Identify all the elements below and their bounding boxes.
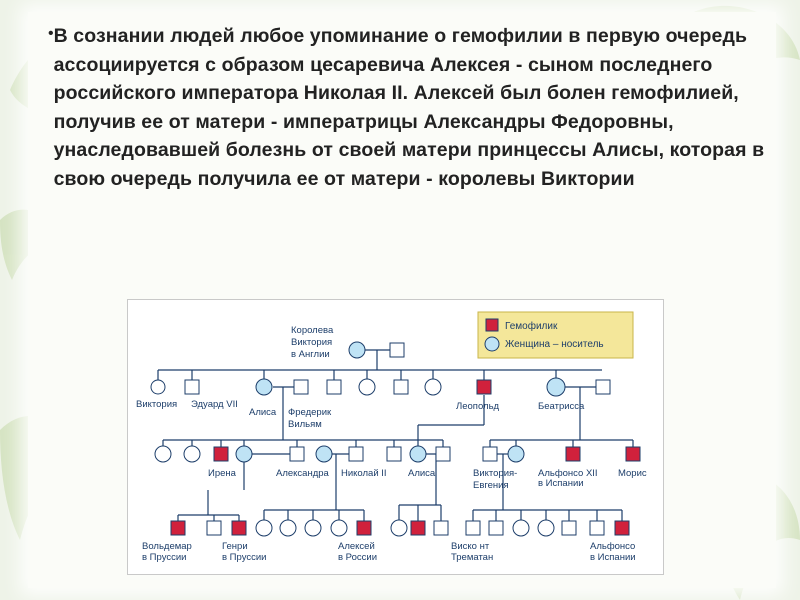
nicholas-symbol [349, 447, 363, 461]
label-viscount-1: Виско нт [451, 541, 490, 552]
label-queen-3: в Англии [291, 349, 330, 360]
female-symbol [391, 520, 407, 536]
female-symbol [513, 520, 529, 536]
label-alice2: Алиса [408, 468, 436, 479]
label-alexei-2: в России [338, 552, 377, 563]
male-symbol [466, 521, 480, 535]
affected-viscount-symbol [411, 521, 425, 535]
male-symbol [290, 447, 304, 461]
male-symbol [590, 521, 604, 535]
affected-henry-symbol [232, 521, 246, 535]
female-symbol [425, 379, 441, 395]
male-symbol [185, 380, 199, 394]
affected-alfonso-symbol [615, 521, 629, 535]
label-henry-1: Генри [222, 541, 248, 552]
label-leopold: Леопольд [456, 401, 500, 412]
label-alexei-1: Алексей [338, 541, 375, 552]
label-waldemar-2: в Пруссии [142, 552, 186, 563]
female-symbol [331, 520, 347, 536]
slide-paragraph: В сознании людей любое упоминание о гемо… [54, 22, 768, 193]
carrier-alexandra-symbol [316, 446, 332, 462]
male-symbol [327, 380, 341, 394]
pedigree-figure: Гемофилик Женщина – носитель Королева Ви… [127, 299, 664, 575]
label-nicholas: Николай II [341, 468, 387, 479]
male-symbol [436, 447, 450, 461]
label-alfonso-2: в Испании [590, 552, 636, 563]
carrier-alice-symbol [256, 379, 272, 395]
male-symbol [294, 380, 308, 394]
pedigree-lines [158, 350, 633, 521]
pedigree-chart: Гемофилик Женщина – носитель Королева Ви… [128, 300, 663, 574]
carrier-beatrice-symbol [547, 378, 565, 396]
label-alfonso12-2: в Испании [538, 478, 584, 489]
carrier-female-icon [485, 337, 499, 351]
label-frederick-2: Вильям [288, 419, 322, 430]
female-symbol [305, 520, 321, 536]
affected-maurice-symbol [626, 447, 640, 461]
label-edward: Эдуард VII [191, 399, 238, 410]
legend-carrier: Женщина – носитель [505, 339, 604, 350]
female-symbol [151, 380, 165, 394]
queen-victoria-symbol [349, 342, 365, 358]
male-symbol [390, 343, 404, 357]
male-symbol [387, 447, 401, 461]
affected-male-icon [486, 319, 498, 331]
affected-male-symbol [214, 447, 228, 461]
label-alice: Алиса [249, 407, 277, 418]
label-queen-2: Виктория [291, 337, 332, 348]
female-symbol [280, 520, 296, 536]
label-henry-2: в Пруссии [222, 552, 266, 563]
carrier-irene-symbol [236, 446, 252, 462]
male-symbol [394, 380, 408, 394]
male-symbol [489, 521, 503, 535]
male-symbol [562, 521, 576, 535]
affected-leopold-symbol [477, 380, 491, 394]
carrier-victoria-eugenie-symbol [508, 446, 524, 462]
female-symbol [256, 520, 272, 536]
label-waldemar-1: Вольдемар [142, 541, 192, 552]
female-symbol [184, 446, 200, 462]
affected-alexei-symbol [357, 521, 371, 535]
female-symbol [359, 379, 375, 395]
legend-hemophiliac: Гемофилик [505, 320, 558, 332]
label-maurice: Морис [618, 468, 647, 479]
label-beatrice: Беатрисса [538, 401, 585, 412]
affected-waldemar-symbol [171, 521, 185, 535]
bullet-item: • В сознании людей любое упоминание о ге… [48, 22, 768, 193]
label-alfonso-1: Альфонсо [590, 541, 635, 552]
affected-alfonso12-symbol [566, 447, 580, 461]
label-victoria-eugenie-1: Виктория- [473, 468, 517, 479]
label-alexandra: Александра [276, 468, 330, 479]
female-symbol [155, 446, 171, 462]
label-frederick-1: Фредерик [288, 407, 332, 418]
label-irene: Ирена [208, 468, 237, 479]
carrier-alice2-symbol [410, 446, 426, 462]
female-symbol [538, 520, 554, 536]
male-symbol [596, 380, 610, 394]
label-victoria-eugenie-2: Евгения [473, 480, 509, 491]
legend-box [478, 312, 633, 358]
label-victoria: Виктория [136, 399, 177, 410]
label-queen-1: Королева [291, 325, 334, 336]
male-symbol [434, 521, 448, 535]
male-symbol [207, 521, 221, 535]
label-viscount-2: Трематан [451, 552, 493, 563]
male-symbol [483, 447, 497, 461]
